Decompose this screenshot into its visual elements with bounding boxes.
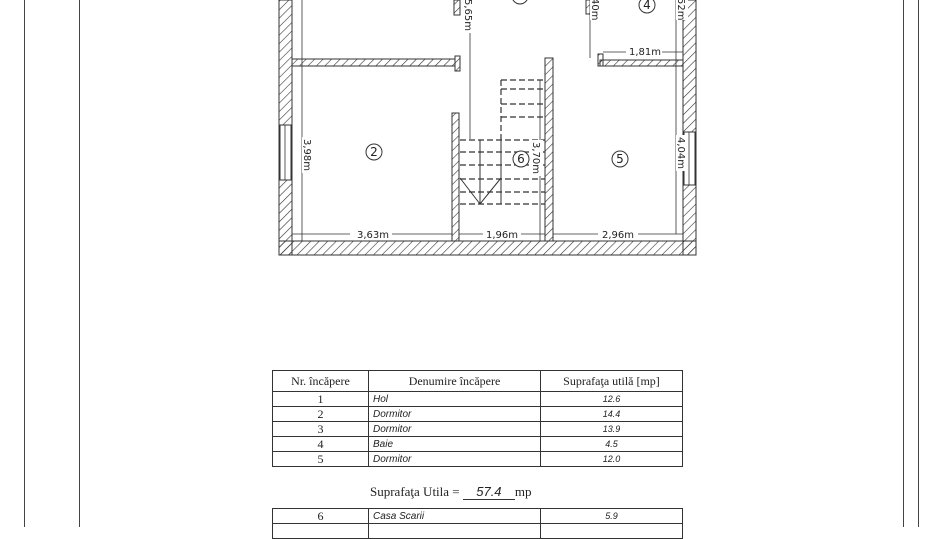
page-border-line — [24, 0, 25, 527]
wall-hall-stub — [453, 0, 461, 16]
room-label-circle — [611, 150, 629, 168]
header-nr: Nr. încăpere — [272, 370, 369, 392]
dim-bath-width: 1,81m — [629, 47, 661, 58]
room-number-6: 6 — [517, 152, 525, 166]
dim-hall-height: 5,65m — [462, 0, 473, 31]
room-label-circle — [365, 143, 383, 161]
wall-bath-stub — [597, 53, 604, 67]
wall-stair-right — [544, 57, 554, 242]
dim-room2-width: 3,63m — [357, 230, 389, 241]
dim-stair-height: 3,70m — [530, 142, 541, 174]
page-border-line — [918, 0, 919, 527]
dim-bath-partial: 40m — [589, 0, 600, 20]
page-border-line — [903, 0, 904, 527]
room-number-4: 4 — [643, 0, 651, 12]
stairs — [460, 79, 545, 205]
dim-stair-width: 1,96m — [486, 230, 518, 241]
room-number-2: 2 — [370, 145, 378, 159]
wall-right — [682, 0, 697, 256]
total-label: Suprafaţa Utila = — [370, 484, 460, 499]
total-unit: mp — [514, 484, 532, 499]
rooms-table: Nr. încăpere Denumire încăpere Suprafaţa… — [272, 370, 683, 467]
table-header: Nr. încăpere Denumire încăpere Suprafaţa… — [272, 370, 683, 392]
header-name: Denumire încăpere — [368, 370, 541, 392]
window-left — [279, 124, 292, 181]
total-value: 57.4 — [462, 484, 515, 500]
room-label-circle — [638, 0, 656, 14]
dim-room2-height: 3,98m — [301, 139, 312, 171]
dim-room5-width: 2,96m — [602, 230, 634, 241]
wall-bottom — [278, 240, 697, 256]
table-row — [272, 523, 683, 539]
dim-room5-height: 4,04m — [675, 137, 686, 169]
room-label-circle — [512, 0, 528, 5]
dim-right-partial: 52m — [675, 0, 686, 20]
page-border-line — [79, 0, 80, 527]
wall-stub — [454, 55, 461, 72]
wall-stair-left — [451, 112, 460, 242]
header-area: Suprafaţa utilă [mp] — [540, 370, 683, 392]
wall-bath-bottom — [599, 59, 684, 67]
floor-plan: 3,63m 1,96m 2,96m 1,81m 3,98m 5,65m 3,70… — [278, 0, 697, 256]
room-label-circle — [512, 150, 530, 168]
room-number-5: 5 — [616, 152, 624, 166]
wall-room2-top — [291, 58, 456, 67]
